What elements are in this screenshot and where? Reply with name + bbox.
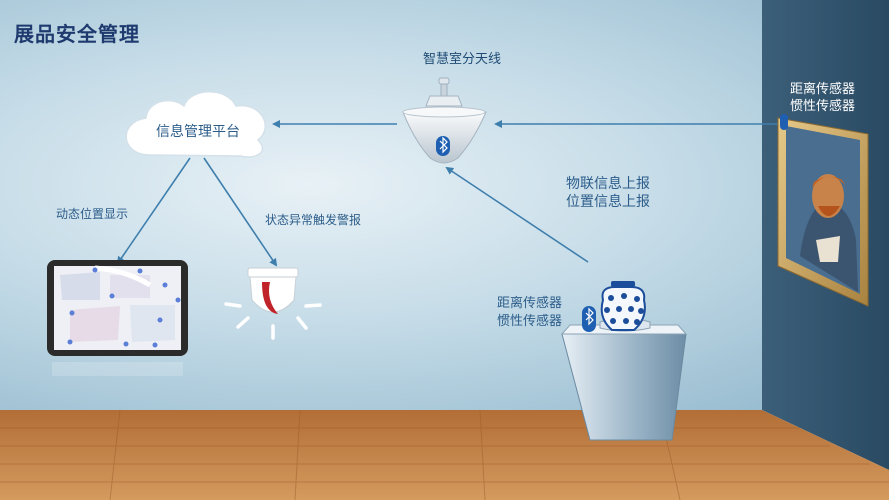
antenna-label: 智慧室分天线 [423,52,502,67]
report-label: 物联信息上报 位置信息上报 [566,175,650,211]
cloud-label: 信息管理平台 [156,124,240,140]
page-title: 展品安全管理 [14,22,140,46]
painting-sensor-line1: 距离传感器 [790,82,856,97]
vase-sensors-label: 距离传感器 惯性传感器 [497,295,562,331]
vase-icon [600,281,646,331]
painting-sensor-line2: 惯性传感器 [790,99,856,114]
vase-sensor-line1: 距离传感器 [497,296,563,311]
wooden-floor [0,410,889,500]
arrow-vase-to-antenna [445,166,589,263]
tablet-map-icon [47,260,188,376]
antenna-icon [402,77,487,164]
report-label-line2: 位置信息上报 [566,194,650,210]
dynamic-position-label: 动态位置显示 [56,207,129,221]
painting-bluetooth-icon [780,114,788,130]
painting-icon [777,117,869,307]
painting-sensors-label: 距离传感器 惯性传感器 [790,81,855,115]
arrow-cloud-to-alarm [203,157,278,267]
alarm-light-icon [224,267,322,340]
arrow-cloud-to-tablet [116,157,191,265]
vase-bluetooth-icon [582,306,596,332]
vase-sensor-line2: 惯性传感器 [497,314,563,329]
cloud-icon [125,91,266,158]
alarm-label: 状态异常触发警报 [265,213,362,227]
report-label-line1: 物联信息上报 [566,176,650,192]
